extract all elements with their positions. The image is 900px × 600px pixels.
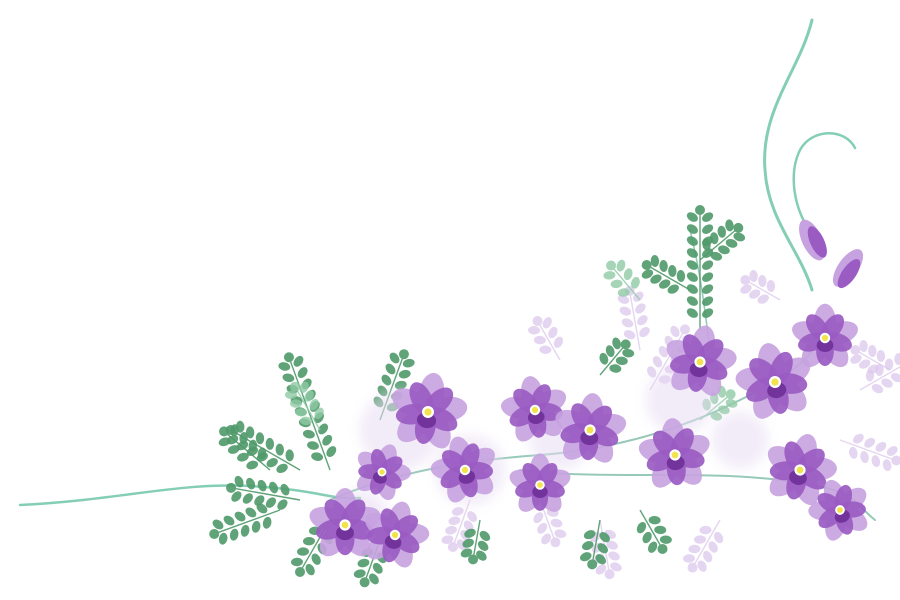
fern-fronds-group <box>209 205 746 588</box>
fern-frond <box>579 519 610 570</box>
orchid-flower <box>735 343 811 419</box>
orchid-flower <box>392 372 468 449</box>
orchid-flower <box>767 434 837 505</box>
orchid-flower <box>356 444 412 501</box>
orchid-flower <box>430 436 495 503</box>
ghost-leaf <box>528 316 564 361</box>
orchid-flower <box>309 488 381 557</box>
orchid-flower <box>500 376 567 442</box>
fern-frond <box>218 424 271 471</box>
fern-frond <box>209 503 281 545</box>
fern-frond <box>641 254 691 294</box>
fern-frond <box>699 219 746 261</box>
orchid-flowers-group <box>309 219 868 568</box>
orchid-flower <box>666 325 737 396</box>
orchid-flower <box>792 303 858 368</box>
ghost-leaf <box>850 340 891 374</box>
orchid-bud <box>832 249 864 289</box>
orchid-flower <box>555 393 627 463</box>
orchid-flower <box>509 453 571 512</box>
fern-frond <box>636 509 672 554</box>
glow-blob <box>712 412 768 468</box>
fern-frond-light <box>284 381 324 431</box>
ghost-leaf <box>682 519 724 573</box>
faded-leaf-silhouettes <box>441 270 900 580</box>
orchid-flower <box>365 501 430 568</box>
fern-frond <box>686 205 714 330</box>
fern-frond-light <box>603 259 641 301</box>
ghost-leaf <box>839 433 900 472</box>
ghost-leaf <box>740 270 781 304</box>
orchid-flower <box>638 418 710 488</box>
fern-frond <box>225 420 301 474</box>
bottom-tendril <box>18 484 362 507</box>
fern-frond <box>226 475 301 510</box>
fern-frond <box>460 519 491 565</box>
tall-curl-stem <box>763 18 814 292</box>
small-curl-stem <box>792 132 857 227</box>
fern-frond <box>599 337 635 376</box>
ghost-leaf <box>441 499 477 552</box>
ghost-leaf <box>617 285 650 351</box>
ghost-leaf <box>533 499 567 548</box>
orchid-bud <box>799 219 827 261</box>
ghost-leaf <box>859 352 900 394</box>
orchid-flower <box>808 479 868 541</box>
